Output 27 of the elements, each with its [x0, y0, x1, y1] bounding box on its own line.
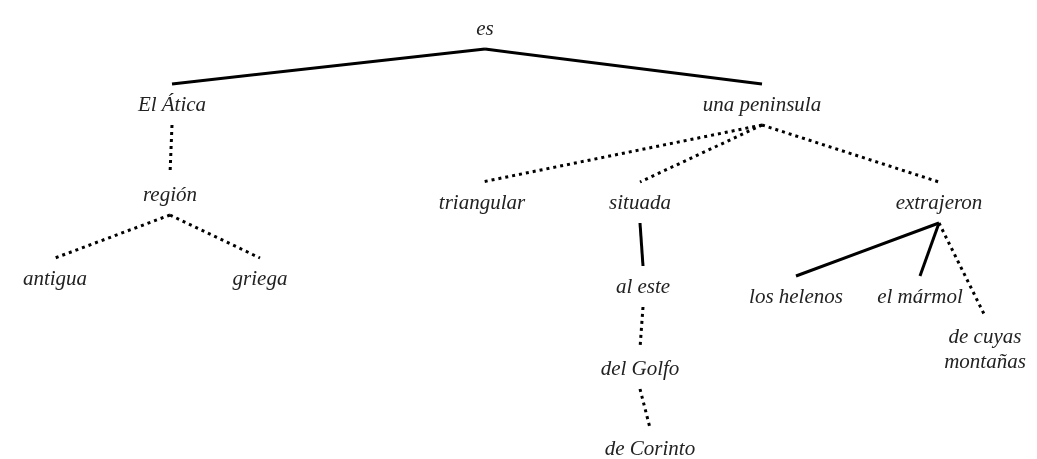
tree-word: una peninsula — [702, 84, 822, 125]
dotted-tree-branch — [761, 123, 940, 184]
tree-branch — [918, 222, 941, 277]
tree-word: griega — [232, 258, 288, 299]
dotted-tree-branch — [639, 123, 763, 184]
tree-branch — [638, 222, 645, 267]
tree-branch — [795, 221, 940, 278]
tree-word: situada — [609, 182, 671, 223]
dotted-tree-branch — [638, 388, 652, 429]
tree-word: el mármol — [877, 276, 963, 317]
tree-word: del Golfo — [600, 348, 680, 389]
dotted-tree-branch — [169, 213, 261, 260]
tree-word: El Ática — [137, 84, 207, 125]
tree-word: antigua — [22, 258, 88, 299]
tree-word: los helenos — [749, 276, 843, 317]
tree-branch — [171, 47, 486, 86]
dotted-tree-branch — [937, 222, 987, 317]
tree-word: triangular — [438, 182, 526, 223]
tree-word: al este — [615, 266, 671, 307]
dotted-tree-branch — [481, 123, 763, 184]
tree-word: de Corinto — [604, 428, 696, 459]
tree-word: es — [476, 8, 494, 49]
tree-word: región — [142, 174, 198, 215]
tree-word: extrajeron — [895, 182, 983, 223]
tree-word: de cuyas montañas — [920, 316, 1037, 382]
tree-branch — [484, 47, 763, 86]
dotted-tree-branch — [54, 213, 171, 260]
